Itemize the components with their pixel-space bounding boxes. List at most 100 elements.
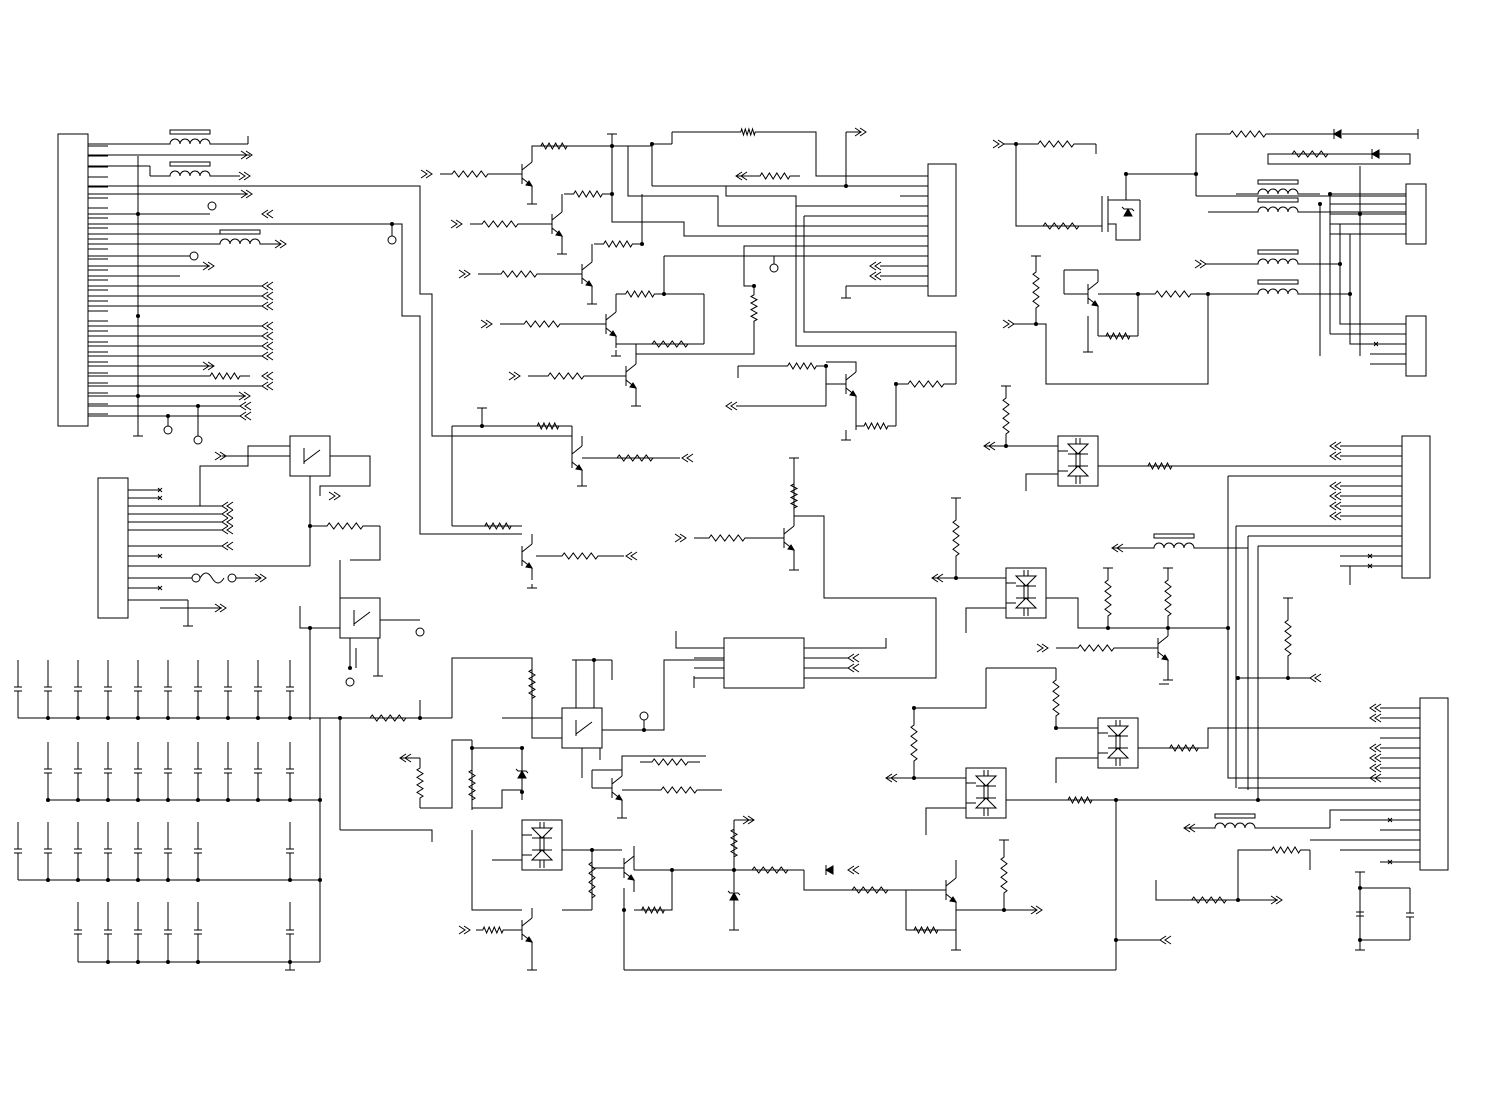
connection-arrow xyxy=(222,518,233,526)
resistor xyxy=(528,373,604,379)
chevron xyxy=(329,492,340,500)
wire xyxy=(966,608,1006,628)
junction-dot xyxy=(76,878,80,882)
junction-dot xyxy=(1194,172,1198,176)
resistor xyxy=(616,291,664,297)
connection-arrow xyxy=(870,262,881,270)
chevron xyxy=(459,926,470,934)
resistor-body xyxy=(1053,668,1059,728)
junction-dot xyxy=(1236,898,1240,902)
chevron xyxy=(262,302,273,310)
resistor-body xyxy=(906,927,946,933)
junction-dot xyxy=(1054,726,1058,730)
junction-dot xyxy=(106,798,110,802)
inductor xyxy=(1236,280,1320,294)
capacitor xyxy=(104,902,112,962)
connection-arrow xyxy=(262,322,273,330)
capacitor xyxy=(104,822,112,880)
chevron xyxy=(993,140,1004,148)
ic-chip xyxy=(724,638,804,688)
npn-transistor xyxy=(626,354,636,400)
resistor xyxy=(751,286,757,330)
junction-dot xyxy=(1318,202,1322,206)
chevron xyxy=(222,510,233,518)
npn-transistor xyxy=(552,202,562,248)
connection-arrow xyxy=(451,220,462,228)
wire xyxy=(726,186,928,206)
chevron xyxy=(1330,452,1341,460)
wire xyxy=(1228,476,1420,778)
resistor xyxy=(532,143,576,149)
inductor-core xyxy=(1154,534,1194,538)
junction-dot xyxy=(1256,798,1260,802)
capacitor xyxy=(286,660,294,718)
resistor xyxy=(911,708,917,778)
junction-dot xyxy=(136,798,140,802)
connection-arrow xyxy=(222,510,233,518)
connection-arrow xyxy=(1370,754,1381,762)
resistor-body xyxy=(616,291,664,297)
npn-transistor xyxy=(1088,272,1098,318)
wire xyxy=(552,212,562,220)
wire xyxy=(846,372,856,380)
connection-arrow xyxy=(726,402,737,410)
capacitor xyxy=(164,822,172,880)
connection-arrow xyxy=(459,270,470,278)
wire xyxy=(784,526,794,534)
resistor-body xyxy=(896,381,956,387)
connection-arrow xyxy=(1330,442,1341,450)
junction-dot xyxy=(622,908,626,912)
resistor xyxy=(1098,333,1138,339)
chevron xyxy=(1330,442,1341,450)
connection-arrow xyxy=(1330,512,1341,520)
resistor-body xyxy=(200,373,250,379)
capacitor xyxy=(104,660,112,718)
connection-arrow xyxy=(1003,320,1014,328)
junction-dot xyxy=(288,798,292,802)
chevron xyxy=(222,502,233,510)
wire xyxy=(1108,174,1196,200)
test-point xyxy=(190,252,198,260)
chevron xyxy=(1003,320,1014,328)
resistor xyxy=(1003,386,1009,446)
junction-dot xyxy=(106,716,110,720)
junction-dot xyxy=(1338,262,1342,266)
resistor-body xyxy=(736,129,760,135)
connection-arrow xyxy=(481,320,492,328)
connection-arrow xyxy=(222,526,233,534)
wire xyxy=(634,870,672,910)
wire xyxy=(914,668,986,708)
junction-dot xyxy=(662,292,666,296)
diode-triangle xyxy=(826,866,833,874)
chevron xyxy=(1037,644,1048,652)
wires xyxy=(18,132,1420,970)
components xyxy=(14,128,1448,970)
junction-dot xyxy=(226,798,230,802)
junction-dot xyxy=(76,798,80,802)
right-connector-b xyxy=(1420,698,1448,870)
junction-dot xyxy=(348,666,352,670)
connection-arrow xyxy=(1370,704,1381,712)
inductor xyxy=(1210,814,1260,828)
resistor xyxy=(736,129,760,135)
inductor-core xyxy=(170,162,210,166)
resistor-body xyxy=(1180,897,1238,903)
resistor-body xyxy=(310,523,380,529)
capacitor xyxy=(254,660,262,718)
chevron xyxy=(1370,764,1381,772)
junction-dot xyxy=(136,394,140,398)
capacitor xyxy=(286,742,294,800)
resistor-body xyxy=(778,363,826,369)
resistor xyxy=(1105,568,1111,628)
capacitor xyxy=(194,822,202,880)
junction-dot xyxy=(1358,938,1362,942)
resistor xyxy=(200,373,250,379)
resistor xyxy=(590,455,680,461)
connection-arrow xyxy=(262,372,273,380)
wire xyxy=(794,516,936,678)
connection-arrow xyxy=(682,454,693,462)
junction-dot xyxy=(136,960,140,964)
resistor xyxy=(1033,256,1039,324)
connection-arrow xyxy=(1330,452,1341,460)
resistor-body xyxy=(536,553,624,559)
